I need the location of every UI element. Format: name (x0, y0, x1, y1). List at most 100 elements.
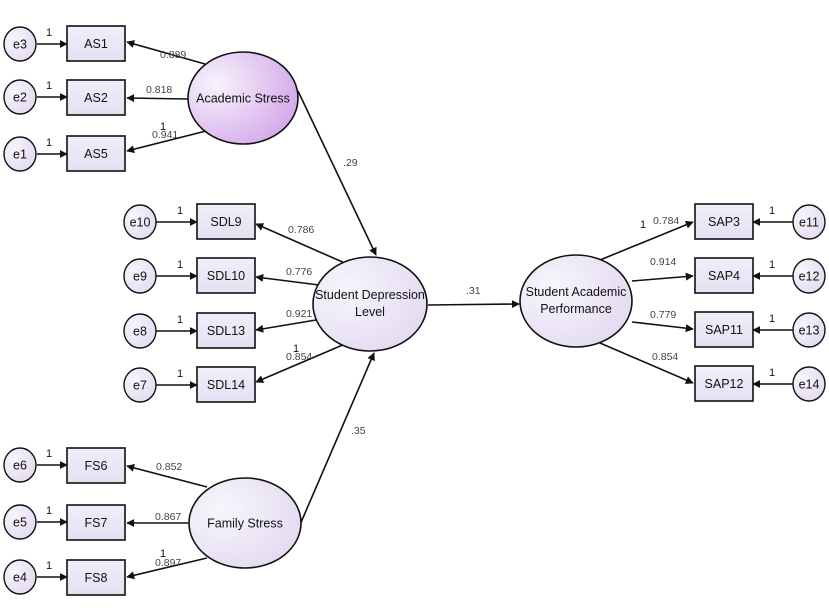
path-arrow-as-to-sdl (297, 90, 377, 256)
error-e11: e11 (792, 204, 826, 240)
path-fs-sdl-value: .35 (351, 425, 366, 437)
loading-arrow-as1 (126, 40, 206, 65)
indicator-fs8-label: FS8 (85, 571, 108, 585)
loading-arrow-sdl9 (255, 223, 348, 265)
indicator-sap11-label: SAP11 (705, 323, 743, 337)
loading-arrow-as2 (126, 94, 189, 103)
path-arrow-fs-to-sdl (298, 352, 375, 528)
loading-arrow-sdl10 (255, 273, 320, 286)
latent-student-depression-level: Student Depression Level (312, 256, 428, 352)
loading-arrow-sap4 (631, 272, 694, 282)
indicator-sap3: SAP3 (694, 203, 754, 240)
error-e7: e7 (123, 367, 157, 403)
error-e2: e2 (3, 79, 37, 115)
fixed-sdl14-label: 1 (293, 343, 299, 355)
indicator-sdl9-label: SDL9 (210, 215, 241, 229)
fixed-e9-label: 1 (177, 259, 183, 271)
indicator-sdl9: SDL9 (196, 203, 256, 240)
indicator-as1: AS1 (66, 25, 126, 62)
fixed-e11-label: 1 (769, 205, 775, 217)
latent-family-stress: Family Stress (188, 477, 302, 569)
error-e11-label: e11 (799, 216, 819, 230)
indicator-fs8: FS8 (66, 559, 126, 596)
fixed-e3-label: 1 (46, 27, 52, 39)
error-e3-label: e3 (13, 38, 27, 52)
latent-sdl-label-line2: Level (355, 305, 385, 319)
fixed-e2-label: 1 (46, 80, 52, 92)
error-e5: e5 (3, 504, 37, 540)
structural-paths: .29 .35 .31 (297, 90, 520, 528)
latent-family-stress-label: Family Stress (207, 517, 283, 531)
latent-academic-stress: Academic Stress (187, 51, 299, 145)
latent-sap-label-line1: Student Academic (526, 285, 627, 299)
loading-sap3-value: 0.784 (653, 215, 679, 227)
error-e2-label: e2 (13, 91, 27, 105)
loading-as5-value: 0.941 (152, 129, 178, 141)
loading-arrow-as5 (126, 129, 211, 154)
error-e14: e14 (792, 366, 826, 402)
loading-arrow-sap12 (599, 342, 694, 384)
path-sdl-sap-value: .31 (466, 285, 481, 297)
error-e12: e12 (792, 258, 826, 294)
indicator-sdl13-label: SDL13 (207, 324, 245, 338)
fixed-e4-label: 1 (46, 560, 52, 572)
error-e4-label: e4 (13, 571, 27, 585)
academic-performance-block: SAP3 SAP4 SAP11 SAP12 e11 e12 e13 e14 (519, 203, 826, 402)
indicator-sdl10: SDL10 (196, 257, 256, 294)
error-e13: e13 (792, 312, 826, 348)
loading-arrow-sap3 (599, 221, 694, 261)
fixed-e12-label: 1 (769, 259, 775, 271)
loading-sdl14-value: 0.854 (286, 351, 312, 363)
indicator-sdl13: SDL13 (196, 312, 256, 349)
error-e14-label: e14 (799, 378, 820, 392)
loading-arrow-sap11 (631, 321, 694, 333)
error-e4: e4 (3, 559, 37, 595)
academic-stress-block: e3 e2 e1 1 1 1 AS1 AS2 AS5 0.889 0.818 0… (3, 25, 299, 172)
error-e8: e8 (123, 313, 157, 349)
error-e10-label: e10 (130, 216, 151, 230)
fixed-e10-label: 1 (177, 205, 183, 217)
indicator-as5: AS5 (66, 135, 126, 172)
latent-sap-label-line2: Performance (540, 302, 612, 316)
loading-sdl10-value: 0.776 (286, 266, 312, 278)
indicator-as2-label: AS2 (84, 91, 108, 105)
loading-sdl13-value: 0.921 (286, 308, 312, 320)
error-e1: e1 (3, 136, 37, 172)
fixed-e1-label: 1 (46, 137, 52, 149)
fixed-e8-label: 1 (177, 314, 183, 326)
loading-sdl9-value: 0.786 (288, 224, 314, 236)
latent-academic-stress-label: Academic Stress (196, 92, 290, 106)
loading-arrow-fs8 (126, 557, 208, 580)
error-e8-label: e8 (133, 325, 147, 339)
loading-as2-value: 0.818 (146, 84, 172, 96)
error-e13-label: e13 (799, 324, 820, 338)
depression-level-block: e10 e9 e8 e7 1 1 1 1 SDL9 SDL10 SDL13 (123, 203, 428, 403)
indicator-sap4-label: SAP4 (708, 269, 740, 283)
loading-sap12-value: 0.854 (652, 351, 678, 363)
indicator-sdl14-label: SDL14 (207, 378, 245, 392)
loading-sap4-value: 0.914 (650, 256, 676, 268)
indicator-as1-label: AS1 (84, 37, 108, 51)
indicator-fs7: FS7 (66, 504, 126, 541)
loading-arrow-sdl13 (255, 319, 317, 333)
error-e9-label: e9 (133, 270, 147, 284)
indicator-sap12: SAP12 (694, 365, 754, 402)
loading-fs6-value: 0.852 (156, 461, 182, 473)
fixed-sap3-label: 1 (640, 219, 646, 231)
latent-sdl-label-line1: Student Depression (315, 288, 425, 302)
error-e6-label: e6 (13, 459, 27, 473)
indicator-sap11: SAP11 (694, 311, 754, 348)
fixed-e14-label: 1 (769, 367, 775, 379)
error-e10: e10 (123, 204, 157, 240)
indicator-fs6-label: FS6 (85, 459, 108, 473)
fixed-e5-label: 1 (46, 505, 52, 517)
indicator-fs7-label: FS7 (85, 516, 108, 530)
error-e5-label: e5 (13, 516, 27, 530)
error-e3: e3 (3, 26, 37, 62)
indicator-sap3-label: SAP3 (708, 215, 740, 229)
loading-arrow-fs6 (126, 463, 208, 488)
indicator-sdl10-label: SDL10 (207, 269, 245, 283)
latent-student-academic-performance: Student Academic Performance (519, 254, 633, 348)
fixed-fs8-label: 1 (160, 548, 166, 560)
